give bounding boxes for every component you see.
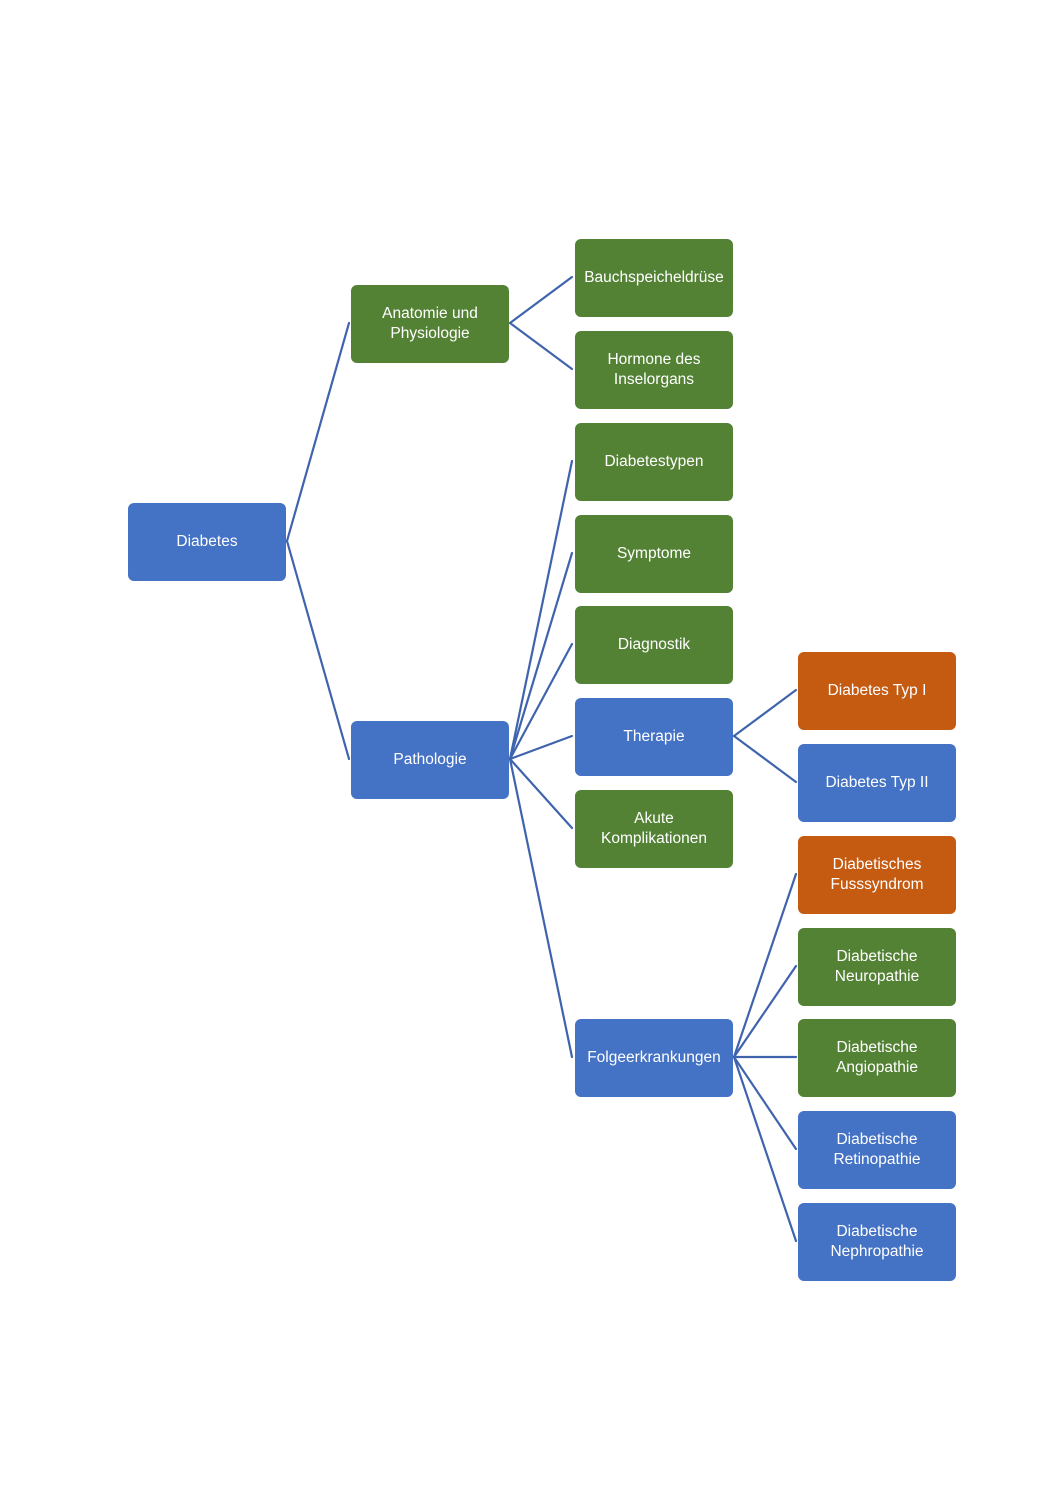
node-diabetestypen: Diabetestypen (575, 423, 733, 501)
connector-therapie-typ2 (732, 734, 798, 784)
node-diabetes-typ-1: Diabetes Typ I (798, 652, 956, 730)
node-diabetische-nephropathie: Diabetische Nephropathie (798, 1203, 956, 1281)
connector-pathologie-therapie (508, 734, 574, 761)
node-folgeerkrankungen: Folgeerkrankungen (575, 1019, 733, 1097)
connector-anatomie-hormone (508, 321, 574, 371)
connector-diabetes-pathologie (285, 539, 351, 761)
node-therapie: Therapie (575, 698, 733, 776)
connector-pathologie-symptome (508, 551, 574, 761)
node-diabetisches-fusssyndrom: Diabetisches Fusssyndrom (798, 836, 956, 914)
node-hormone-inselorgans: Hormone des Inselorgans (575, 331, 733, 409)
node-diagnostik: Diagnostik (575, 606, 733, 684)
connector-diabetes-anatomie (285, 321, 351, 543)
connector-pathologie-akute (508, 757, 574, 830)
node-bauchspeicheldruese: Bauchspeicheldrüse (575, 239, 733, 317)
connector-pathologie-folge (508, 757, 574, 1059)
connector-folge-fuss (732, 872, 798, 1059)
node-diabetische-neuropathie: Diabetische Neuropathie (798, 928, 956, 1006)
node-akute-komplikationen: Akute Komplikationen (575, 790, 733, 868)
node-diabetische-angiopathie: Diabetische Angiopathie (798, 1019, 956, 1097)
node-diabetes: Diabetes (128, 503, 286, 581)
node-anatomie-physiologie: Anatomie und Physiologie (351, 285, 509, 363)
node-pathologie: Pathologie (351, 721, 509, 799)
node-diabetes-typ-2: Diabetes Typ II (798, 744, 956, 822)
connector-folge-nephro (732, 1055, 798, 1243)
connector-folge-retino (732, 1055, 798, 1151)
node-diabetische-retinopathie: Diabetische Retinopathie (798, 1111, 956, 1189)
connector-anatomie-bauch (508, 275, 574, 325)
connector-folge-neuro (732, 964, 798, 1059)
connector-therapie-typ1 (732, 688, 798, 738)
node-symptome: Symptome (575, 515, 733, 593)
connector-pathologie-diagnostik (508, 642, 574, 761)
connector-pathologie-typen (508, 459, 574, 761)
